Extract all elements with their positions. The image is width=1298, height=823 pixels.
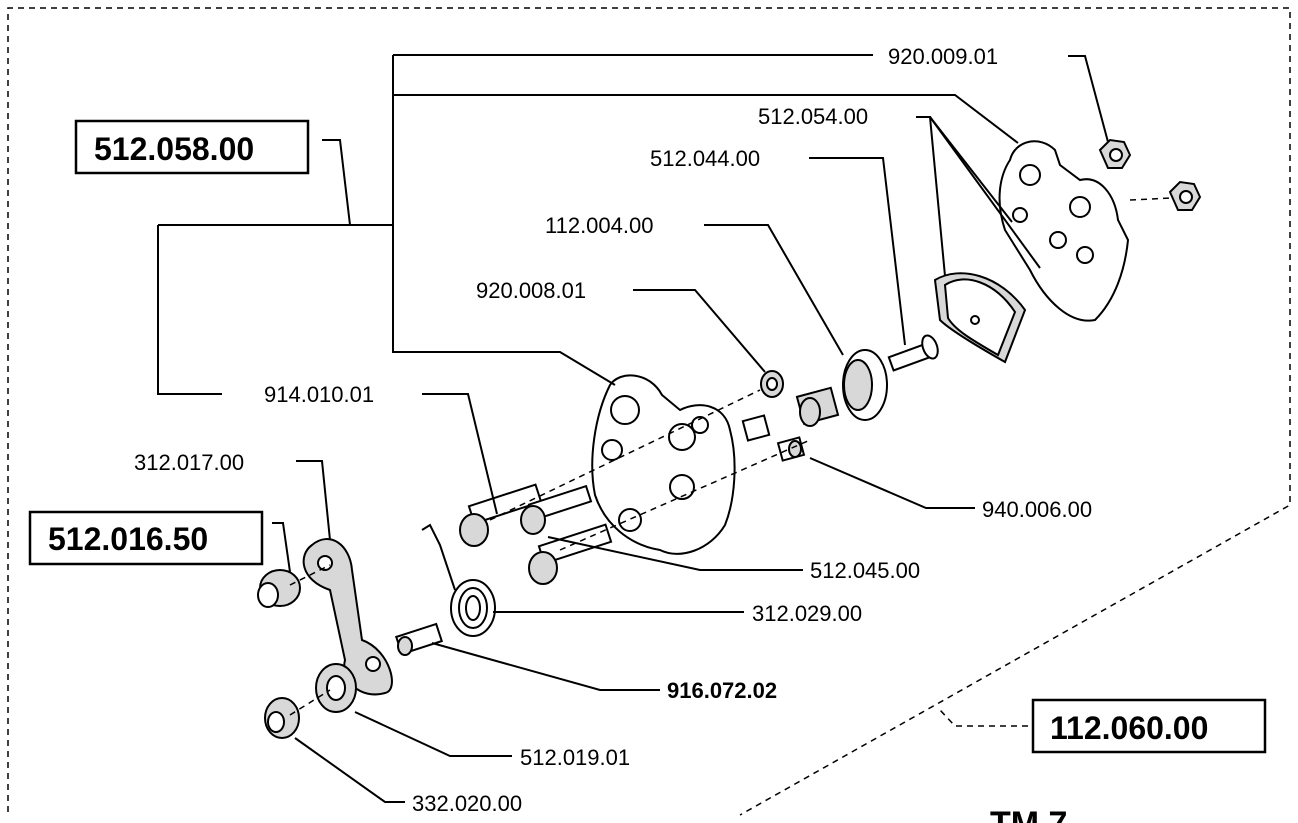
label-920-009-01: 920.009.01	[888, 44, 998, 69]
label-914-010-01: 914.010.01	[264, 382, 374, 407]
lever-link	[302, 538, 393, 696]
boxed-label-512-016-50: 512.016.50	[28, 510, 264, 566]
label-512-054-00: 512.054.00	[758, 104, 868, 129]
label-916-072-02: 916.072.02	[667, 678, 777, 703]
boxed-label-112-060-00: 112.060.00	[1031, 698, 1267, 754]
label-312-017-00: 312.017.00	[134, 450, 244, 475]
roll-pin	[394, 622, 444, 656]
seal-ring	[760, 370, 784, 398]
svg-text:512.016.50: 512.016.50	[48, 521, 208, 557]
bolt-middle	[520, 484, 593, 535]
adjust-nut-left	[257, 569, 301, 608]
nut-upper-right	[1098, 138, 1132, 169]
brake-pad	[933, 272, 1027, 364]
label-112-004-00: 112.004.00	[545, 213, 653, 238]
boxed-label-512-058-00: 512.058.00	[74, 119, 310, 175]
pad-pin	[887, 334, 939, 372]
corner-text: TM 7	[990, 805, 1067, 823]
bolt-upper	[459, 483, 543, 547]
cap-nut	[264, 697, 300, 739]
label-512-044-00: 512.044.00	[650, 146, 760, 171]
bushing-lower	[776, 436, 806, 462]
bolt-lower	[528, 523, 613, 585]
label-940-006-00: 940.006.00	[982, 497, 1092, 522]
washer	[315, 663, 357, 713]
bushing-upper	[741, 414, 771, 442]
piston	[795, 349, 888, 427]
torsion-spring	[421, 523, 496, 637]
label-920-008-01: 920.008.01	[476, 278, 586, 303]
label-312-029-00: 312.029.00	[752, 601, 862, 626]
nut-lower-right	[1168, 180, 1202, 211]
label-512-019-01: 512.019.01	[520, 745, 630, 770]
label-512-045-00: 512.045.00	[810, 558, 920, 583]
label-332-020-00: 332.020.00	[412, 791, 522, 816]
svg-text:112.060.00: 112.060.00	[1050, 710, 1208, 746]
svg-text:512.058.00: 512.058.00	[94, 131, 254, 167]
caliper-body-right	[998, 140, 1130, 322]
